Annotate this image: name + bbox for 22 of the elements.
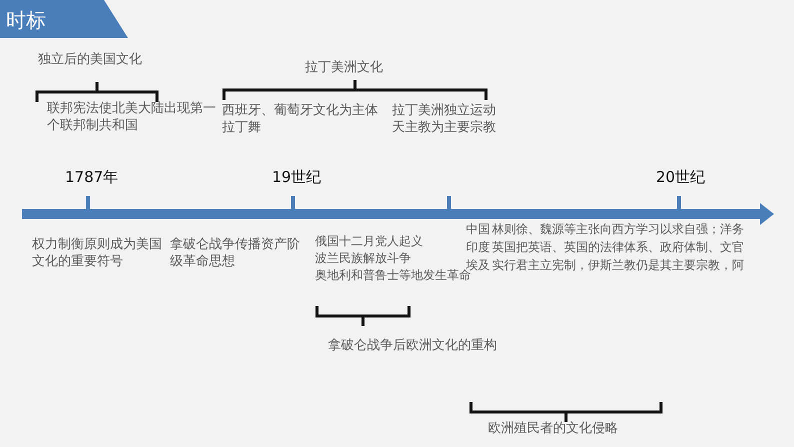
label-text: 实行君主立宪制，伊斯兰教仍是其主要宗教，阿	[492, 258, 744, 274]
timeline-date: 19世纪	[272, 168, 322, 188]
label-text: 中国	[466, 222, 490, 238]
label-text: 俄国十二月党人起义	[315, 234, 423, 250]
label-text: 波兰民族解放斗争	[315, 251, 411, 267]
label-text: 拿破仑战争后欧洲文化的重构	[328, 338, 497, 355]
timeline-date: 1787年	[65, 168, 118, 188]
title: 时标	[6, 7, 46, 34]
label-text: 拿破仑战争传播资产阶级革命思想	[170, 237, 301, 271]
label-text: 林则徐、魏源等主张向西方学习以求自强；洋务	[492, 222, 744, 238]
label-text: 联邦宪法使北美大陆出现第一个联邦制共和国	[47, 101, 217, 135]
label-text: 印度	[466, 240, 490, 256]
label-text: 欧洲殖民者的文化侵略	[488, 421, 618, 438]
label-text: 权力制衡原则成为美国文化的重要符号	[32, 237, 163, 271]
label-text: 英国把英语、英国的法律体系、政府体制、文官	[492, 240, 744, 256]
timeline-date: 20世纪	[656, 168, 706, 188]
label-text: 西班牙、葡萄牙文化为主体	[222, 103, 378, 120]
label-text: 拉丁舞	[222, 120, 261, 137]
label-text: 独立后的美国文化	[38, 52, 142, 69]
label-text: 天主教为主要宗教	[392, 120, 496, 137]
label-text: 拉丁美洲独立运动	[392, 103, 496, 120]
label-text: 拉丁美洲文化	[305, 60, 383, 77]
